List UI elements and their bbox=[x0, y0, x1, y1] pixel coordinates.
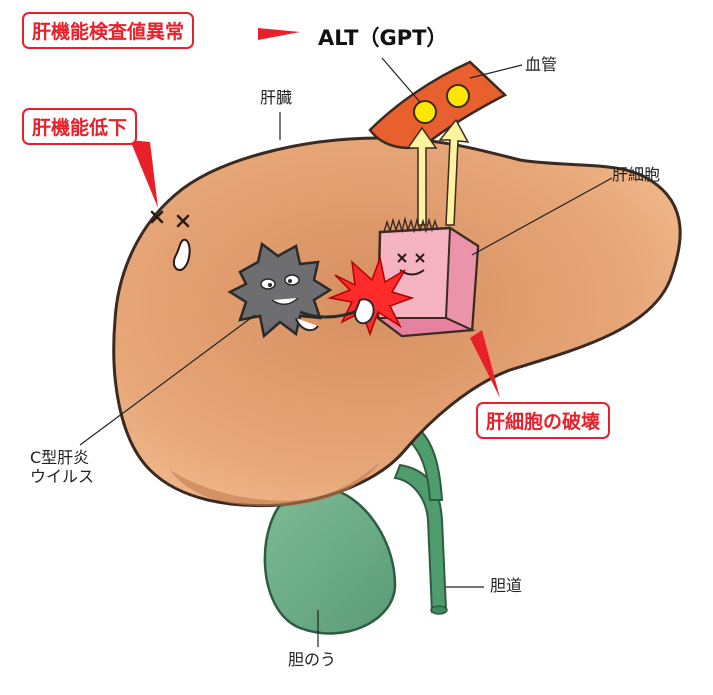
callout-liver-function-decline: 肝機能低下 bbox=[22, 108, 137, 145]
gallbladder-icon bbox=[265, 488, 395, 634]
callout-hepatocyte-destruction: 肝細胞の破壊 bbox=[476, 402, 610, 439]
label-virus-line2: ウイルス bbox=[30, 467, 94, 486]
label-gallbladder: 胆のう bbox=[288, 650, 336, 669]
label-liver: 肝臓 bbox=[260, 88, 292, 107]
enzyme-label: ALT（GPT） bbox=[318, 22, 447, 52]
enzyme-alias: （GPT） bbox=[358, 26, 447, 50]
label-blood-vessel: 血管 bbox=[525, 55, 557, 74]
enzyme-dot-icon bbox=[414, 101, 436, 123]
bile-duct-icon bbox=[395, 430, 447, 614]
enzyme-name: ALT bbox=[318, 26, 358, 50]
label-virus-line1: C型肝炎 bbox=[30, 448, 94, 467]
enzyme-dot-icon bbox=[447, 85, 469, 107]
label-virus: C型肝炎 ウイルス bbox=[30, 448, 94, 486]
label-hepatocyte: 肝細胞 bbox=[612, 165, 660, 184]
callout-liver-test-abnormal: 肝機能検査値異常 bbox=[22, 12, 194, 49]
label-bile-duct: 胆道 bbox=[490, 576, 522, 595]
